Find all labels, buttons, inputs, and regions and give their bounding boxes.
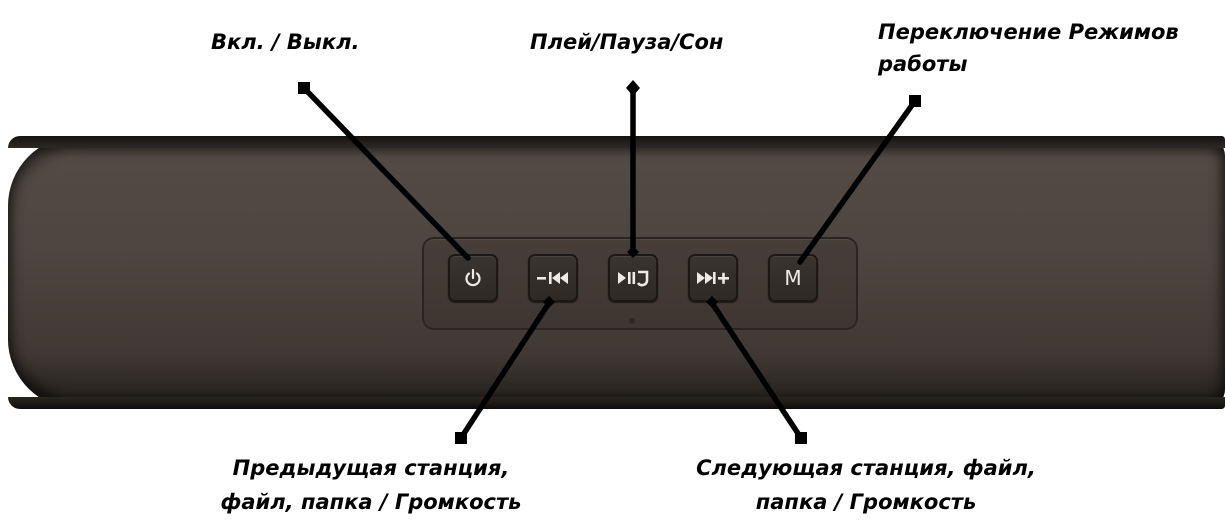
label-mode-line2: работы xyxy=(878,52,968,76)
leader-end-next xyxy=(795,432,807,444)
leader-end-mode xyxy=(909,95,921,107)
leader-end-prev xyxy=(455,432,467,444)
mode-button-label: M xyxy=(784,266,802,290)
leader-end-power xyxy=(298,82,310,94)
label-prev-line2: файл, папка / Громкость xyxy=(220,490,522,514)
power-button[interactable] xyxy=(448,254,498,302)
play-pause-sleep-button[interactable] xyxy=(608,254,658,302)
label-mode-line1: Переключение Режимов xyxy=(878,20,1179,44)
play-pause-sleep-icon xyxy=(618,270,649,287)
minus-skip-back-icon xyxy=(537,272,568,284)
mode-button[interactable]: M xyxy=(768,254,818,302)
next-volume-up-button[interactable] xyxy=(688,254,738,302)
speaker-body xyxy=(8,136,1225,409)
leader-end-play-top xyxy=(626,80,640,96)
prev-volume-down-button[interactable] xyxy=(528,254,578,302)
label-next-line2: папка / Громкость xyxy=(755,490,977,514)
skip-forward-plus-icon xyxy=(697,272,729,284)
label-power: Вкл. / Выкл. xyxy=(211,30,360,54)
label-next-line1: Следующая станция, файл, xyxy=(696,456,1036,480)
label-play-pause-sleep: Плей/Пауза/Сон xyxy=(530,30,724,54)
power-icon xyxy=(465,268,481,287)
label-prev-line1: Предыдущая станция, xyxy=(232,456,510,480)
microphone-dot xyxy=(629,318,635,324)
